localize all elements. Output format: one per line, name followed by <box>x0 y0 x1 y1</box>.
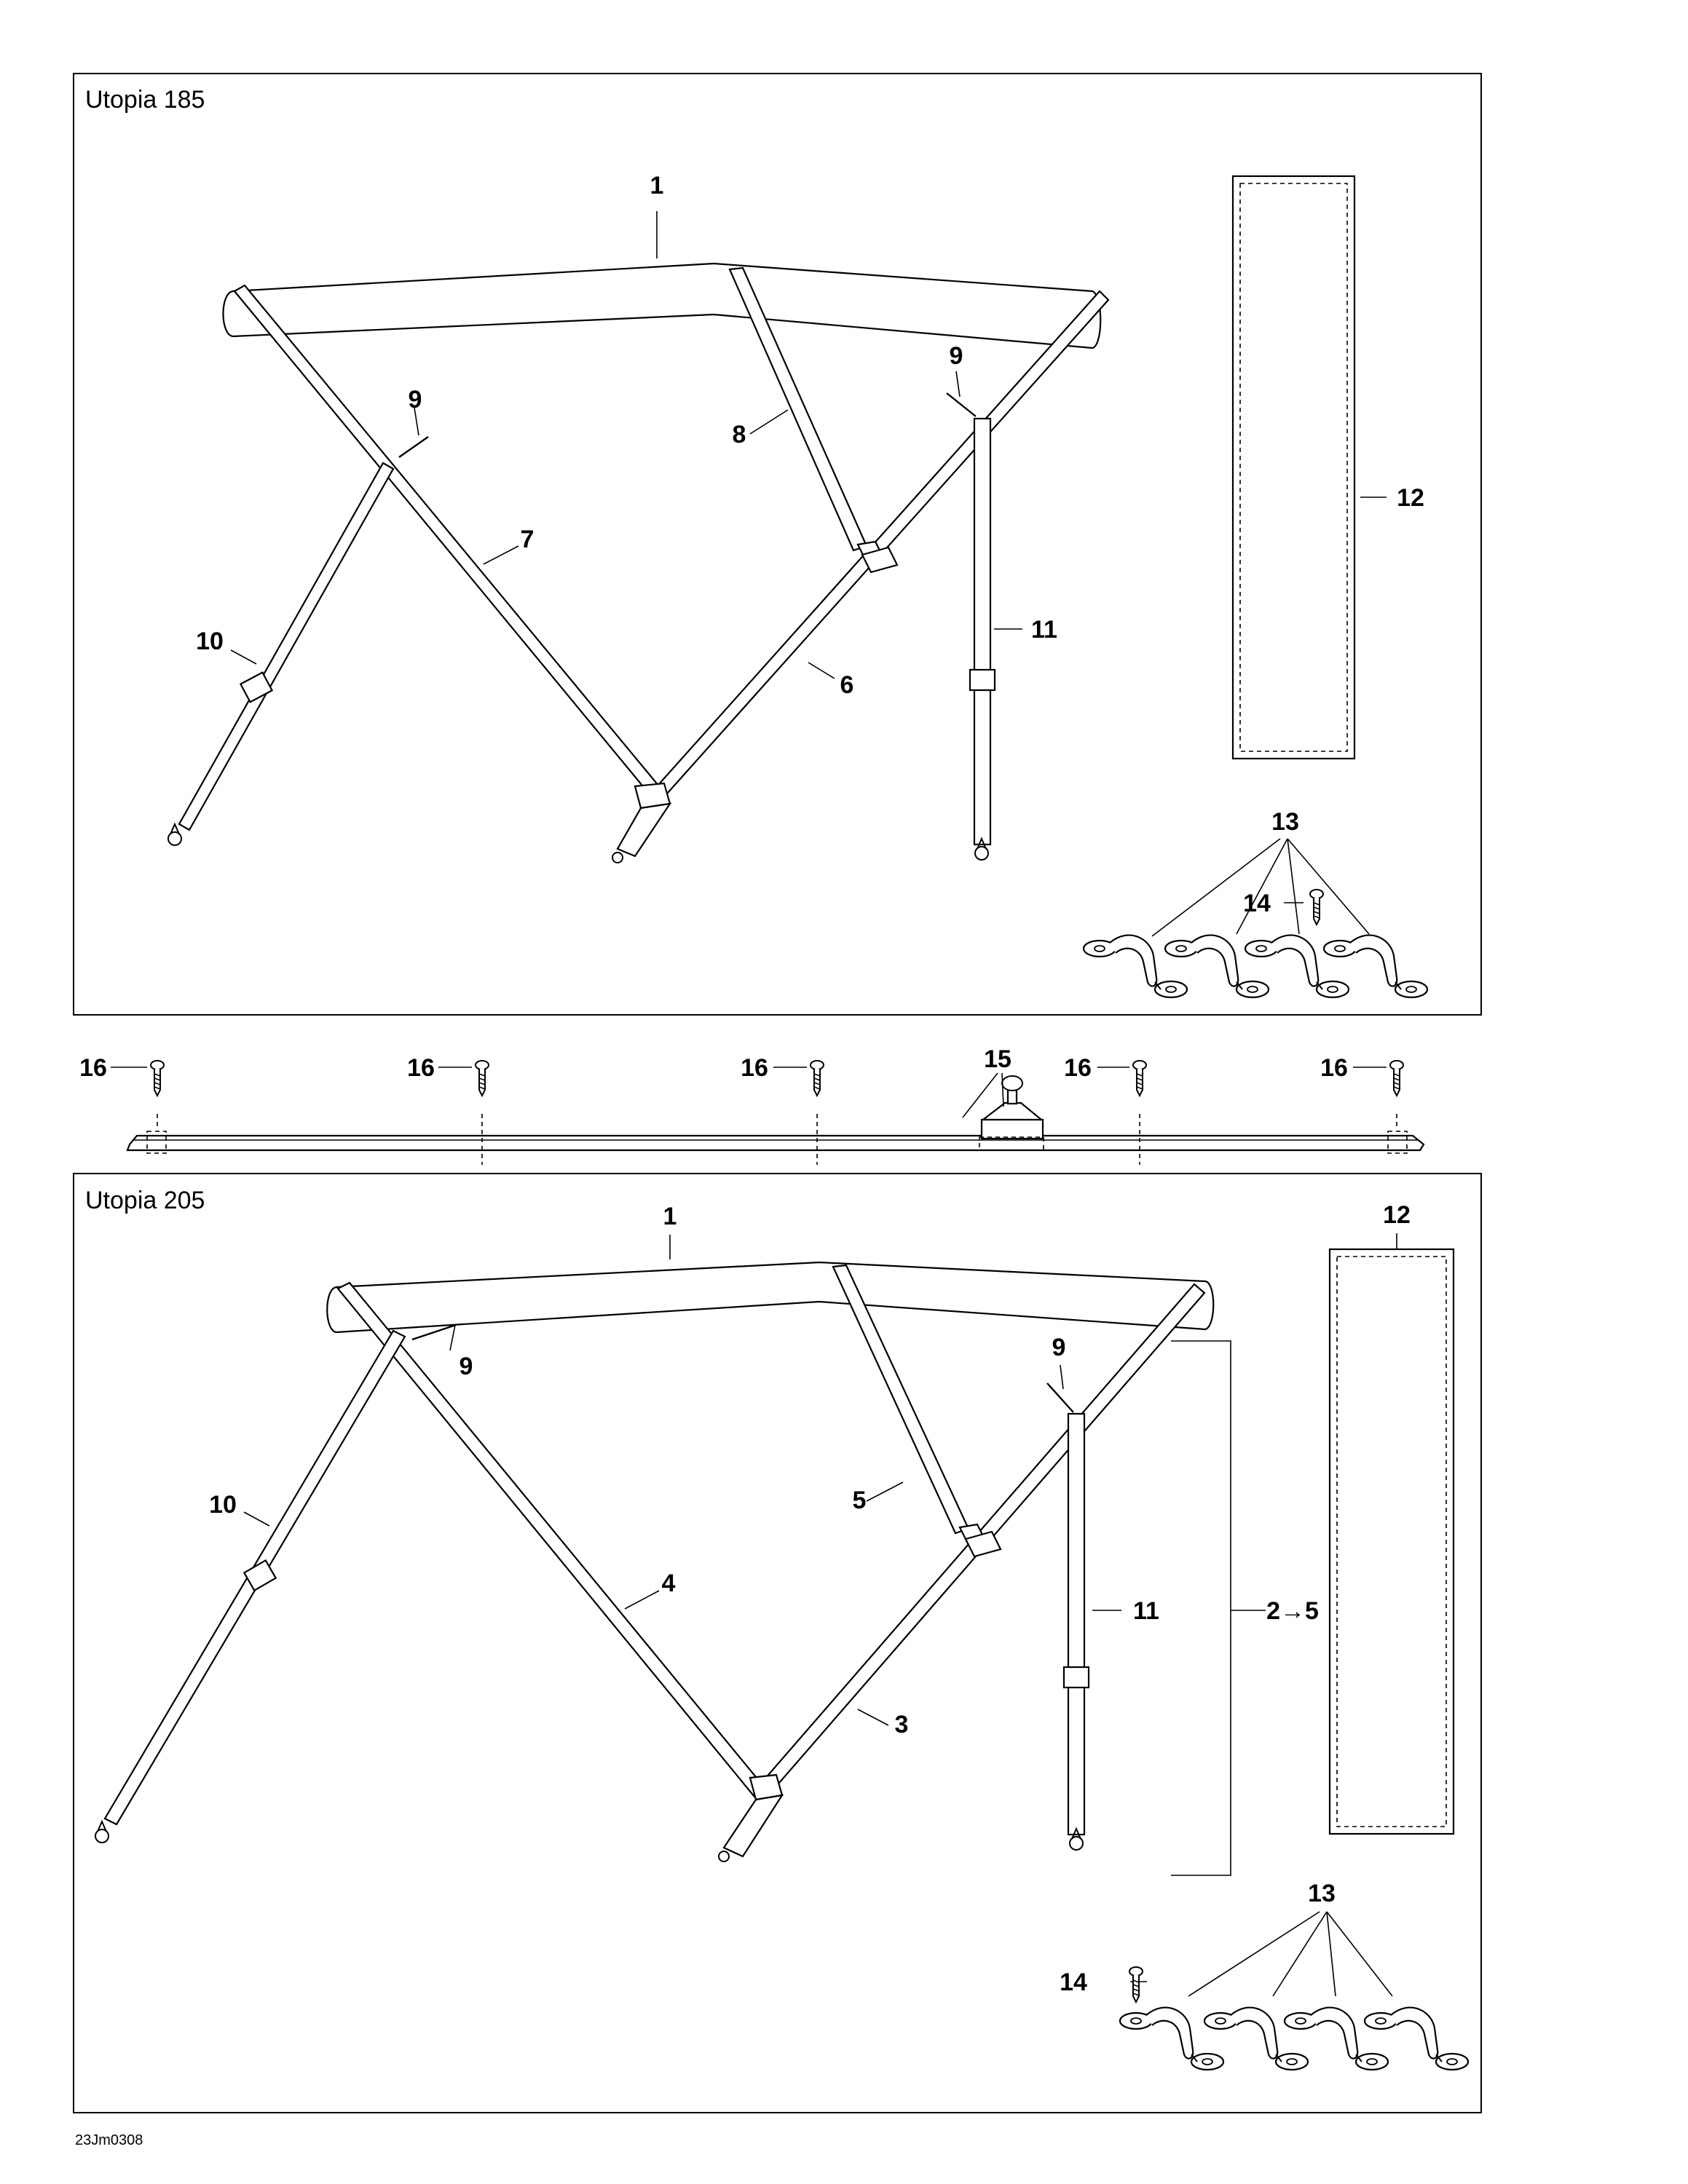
callout-16e: 16 <box>1320 1054 1348 1082</box>
fitting-185 <box>616 802 672 858</box>
canopy-185 <box>222 262 1102 349</box>
callout-9b-185: 9 <box>950 342 963 370</box>
strap-11-185 <box>973 417 992 846</box>
callout-11-205: 11 <box>1133 1597 1159 1625</box>
callout-10-185: 10 <box>196 628 224 655</box>
callout-9a-205: 9 <box>460 1353 473 1380</box>
callout-10-205: 10 <box>209 1491 237 1519</box>
panel-185-frame <box>73 73 1482 1016</box>
boot-12-205 <box>1328 1248 1455 1835</box>
boot-12-185 <box>1231 175 1356 760</box>
callout-7-185: 7 <box>521 526 535 553</box>
callout-16a: 16 <box>79 1054 107 1082</box>
screw-16-b <box>475 1060 489 1096</box>
callout-9a-185: 9 <box>409 386 422 414</box>
callout-11-185: 11 <box>1031 616 1057 644</box>
callout-1-185: 1 <box>650 172 664 199</box>
strap-11-205 <box>1067 1412 1086 1836</box>
strap-10-185 <box>178 462 395 831</box>
mount-rail <box>126 1075 1425 1165</box>
callout-1-205: 1 <box>663 1203 677 1230</box>
panel-205-frame <box>73 1173 1482 2113</box>
callout-3-205: 3 <box>895 1711 909 1738</box>
callout-16b: 16 <box>407 1054 435 1082</box>
panel-205-title: Utopia 205 <box>85 1187 205 1214</box>
bow-4 <box>336 1281 768 1798</box>
screw-16-c <box>810 1060 824 1096</box>
callout-6-185: 6 <box>840 671 854 699</box>
bimini-top-205 <box>95 1261 1215 1862</box>
callout-range-205: 2→5 <box>1266 1597 1319 1625</box>
panel-185-title: Utopia 185 <box>85 86 205 114</box>
callout-16c: 16 <box>741 1054 768 1082</box>
callout-12-205: 12 <box>1383 1201 1411 1229</box>
callout-9b-205: 9 <box>1052 1334 1066 1361</box>
screw-14-205 <box>1129 1966 1143 2003</box>
callout-13-205: 13 <box>1308 1880 1336 1907</box>
callout-4-205: 4 <box>662 1570 676 1597</box>
callout-8-185: 8 <box>733 421 746 448</box>
screw-14-185 <box>1309 889 1324 925</box>
callout-14-205: 14 <box>1060 1969 1087 1996</box>
screw-16-a <box>150 1060 165 1096</box>
screw-16-e <box>1389 1060 1404 1096</box>
callout-12-185: 12 <box>1397 484 1424 512</box>
figure-code: 23Jm0308 <box>75 2132 143 2148</box>
callout-5-205: 5 <box>853 1487 867 1514</box>
bimini-top-185 <box>167 262 1110 863</box>
callout-14-185: 14 <box>1243 890 1271 917</box>
callout-13-185: 13 <box>1271 808 1299 836</box>
callout-16d: 16 <box>1064 1054 1092 1082</box>
screw-16-d <box>1132 1060 1147 1096</box>
canopy-205 <box>326 1261 1215 1334</box>
bow-7 <box>233 284 660 795</box>
callout-15: 15 <box>984 1045 1011 1073</box>
fitting-205 <box>722 1794 784 1858</box>
